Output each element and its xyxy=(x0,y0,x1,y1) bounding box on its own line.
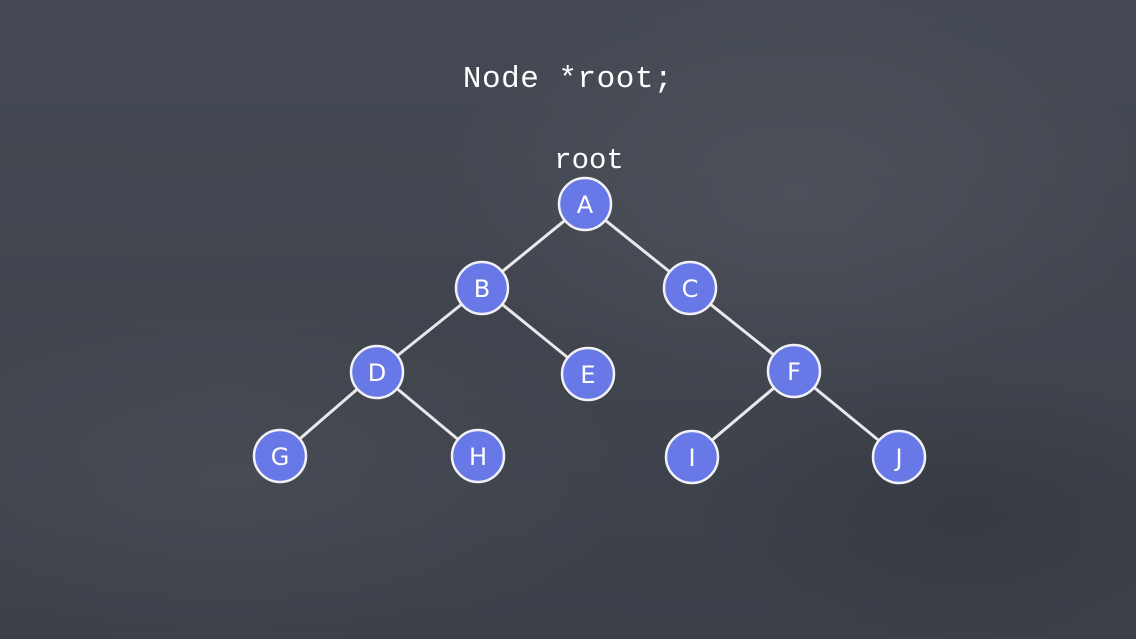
node-label: J xyxy=(893,444,902,472)
tree-node-h: H xyxy=(450,428,506,484)
node-label: I xyxy=(688,444,695,472)
node-label: A xyxy=(577,191,594,219)
edge-a-c xyxy=(605,219,670,273)
node-label: F xyxy=(787,358,801,386)
tree-node-e: E xyxy=(560,346,616,402)
tree-nodes: A B C D E F G H I J xyxy=(252,176,927,485)
tree-node-b: B xyxy=(454,260,510,316)
node-circle xyxy=(560,346,616,402)
slide-title: Node *root; xyxy=(462,62,674,97)
node-label: H xyxy=(469,443,487,471)
tree-node-j: J xyxy=(871,429,927,485)
node-circle xyxy=(766,343,822,399)
node-circle xyxy=(662,260,718,316)
node-circle xyxy=(349,344,405,400)
tree-node-c: C xyxy=(662,260,718,316)
edge-f-i xyxy=(711,387,775,441)
tree-node-i: I xyxy=(664,429,720,485)
edge-d-g xyxy=(299,388,358,440)
node-label: D xyxy=(368,359,386,387)
node-label: C xyxy=(682,275,699,303)
node-circle xyxy=(871,429,927,485)
edge-a-b xyxy=(502,220,565,272)
node-label: E xyxy=(580,361,595,389)
edge-c-f xyxy=(710,303,774,356)
node-circle xyxy=(450,428,506,484)
node-circle xyxy=(557,176,613,232)
edge-b-e xyxy=(502,304,568,358)
node-label: G xyxy=(271,443,290,471)
node-label: B xyxy=(474,275,490,303)
node-circle xyxy=(664,429,720,485)
node-circle xyxy=(252,428,308,484)
edge-d-h xyxy=(397,388,458,440)
edge-b-d xyxy=(397,303,462,357)
root-pointer-label: root xyxy=(554,144,624,177)
tree-node-g: G xyxy=(252,428,308,484)
tree-edges xyxy=(299,219,879,441)
tree-node-a: A xyxy=(557,176,613,232)
node-circle xyxy=(454,260,510,316)
tree-node-f: F xyxy=(766,343,822,399)
edge-f-j xyxy=(814,387,879,441)
tree-node-d: D xyxy=(349,344,405,400)
